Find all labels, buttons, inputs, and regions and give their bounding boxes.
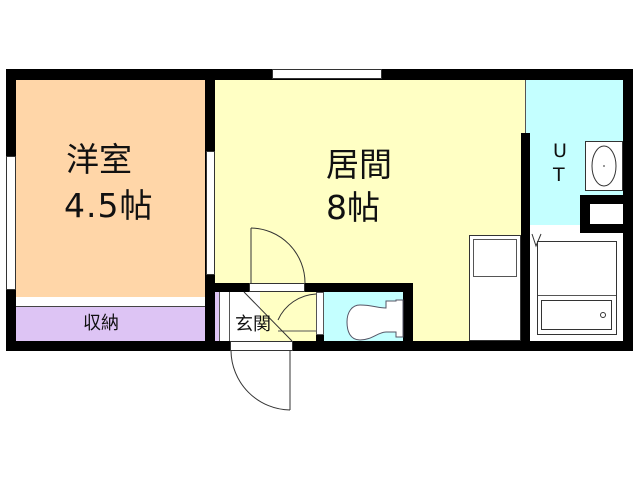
ut-box-inner xyxy=(590,204,623,224)
washbasin-icon xyxy=(591,145,617,187)
window-left[interactable] xyxy=(6,156,16,290)
living-room-name: 居間 xyxy=(326,145,392,184)
utility-label-t: T xyxy=(553,164,565,186)
storage-label: 収納 xyxy=(83,313,119,334)
entrance-step-line xyxy=(243,291,293,342)
wall-right xyxy=(623,69,633,351)
utility-label-u: U xyxy=(553,140,567,162)
toilet-door-jamb xyxy=(316,335,324,341)
western-room-size: 4.5帖 xyxy=(64,186,154,225)
bath-drain-icon xyxy=(600,312,606,318)
western-room-name: 洋室 xyxy=(66,140,132,179)
bath-divider xyxy=(538,295,616,296)
window-top[interactable] xyxy=(272,69,382,79)
western-room[interactable] xyxy=(16,80,205,297)
toilet-door-swing-icon xyxy=(277,293,317,332)
wall-bottom-left xyxy=(6,341,230,351)
entrance-storage-strip xyxy=(215,292,219,341)
hall-door-swing-icon xyxy=(250,227,306,284)
entrance-label: 玄関 xyxy=(235,314,271,335)
storage-room[interactable] xyxy=(16,307,205,341)
kitchen-sink[interactable] xyxy=(473,239,517,277)
wall-kitchen-divider xyxy=(521,133,530,343)
sliding-door-rooms[interactable] xyxy=(206,151,215,275)
wall-entrance-top-right xyxy=(305,283,413,292)
wall-entrance-top-left xyxy=(215,283,249,292)
entrance-shoe-box xyxy=(219,292,230,341)
living-room-size: 8帖 xyxy=(326,188,380,227)
front-door-swing-icon xyxy=(230,350,291,411)
front-door-opening[interactable] xyxy=(230,341,293,351)
closet-gap xyxy=(16,297,205,307)
toilet-icon xyxy=(346,299,404,341)
wall-bottom-right xyxy=(293,341,633,351)
hall-floor xyxy=(260,292,316,341)
hall-door-opening[interactable] xyxy=(249,283,305,292)
wall-toilet-right xyxy=(403,283,413,343)
toilet-door-panel[interactable] xyxy=(316,292,324,335)
bath-door-icon xyxy=(531,233,542,248)
